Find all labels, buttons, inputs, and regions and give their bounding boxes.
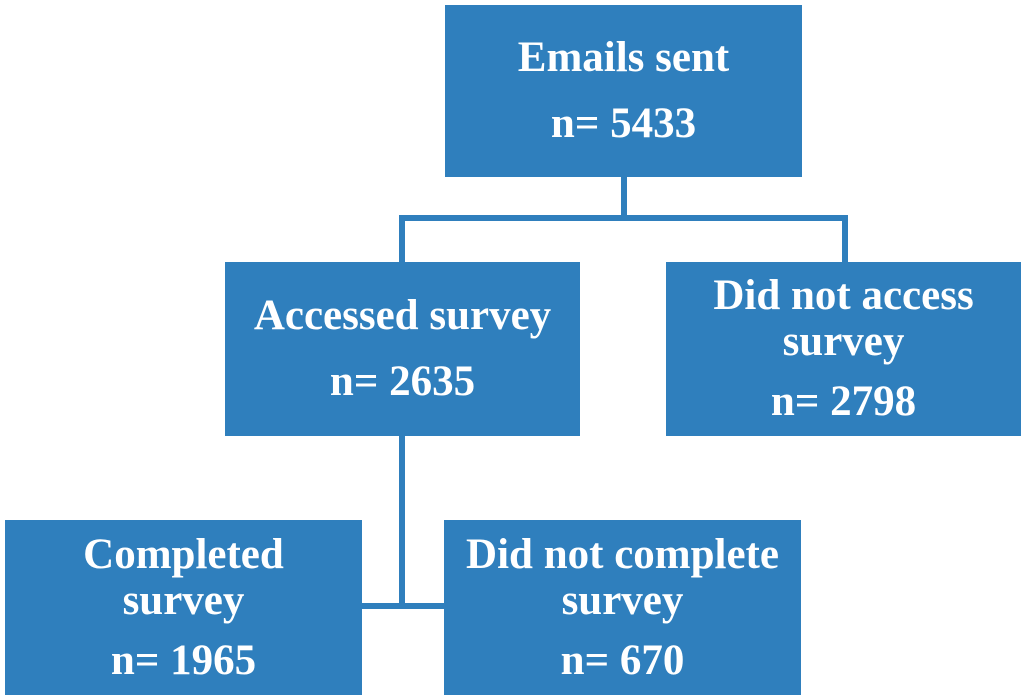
accessed-survey-label: Accessed survey <box>253 292 552 339</box>
completed-survey-count: n= 1965 <box>110 636 257 684</box>
emails-sent-label: Emails sent <box>517 34 730 81</box>
emails-sent-count: n= 5433 <box>550 100 697 147</box>
did-not-access-label-line1: Did not access <box>713 272 974 319</box>
did-not-complete-label-line2: survey <box>561 576 684 624</box>
completed-survey-label-line2: survey <box>122 576 245 624</box>
completed-survey-label-line1: Completed <box>83 530 284 578</box>
did-not-access-box: Did not access survey n= 2798 <box>666 262 1021 436</box>
did-not-complete-box: Did not complete survey n= 670 <box>444 520 801 695</box>
did-not-access-count: n= 2798 <box>770 378 917 425</box>
completed-survey-box: Completed survey n= 1965 <box>5 520 362 695</box>
accessed-survey-count: n= 2635 <box>329 358 476 405</box>
accessed-survey-box: Accessed survey n= 2635 <box>225 262 580 436</box>
did-not-complete-count: n= 670 <box>560 636 685 684</box>
emails-sent-box: Emails sent n= 5433 <box>445 5 802 177</box>
did-not-complete-label-line1: Did not complete <box>466 530 779 578</box>
did-not-access-label-line2: survey <box>782 318 905 365</box>
